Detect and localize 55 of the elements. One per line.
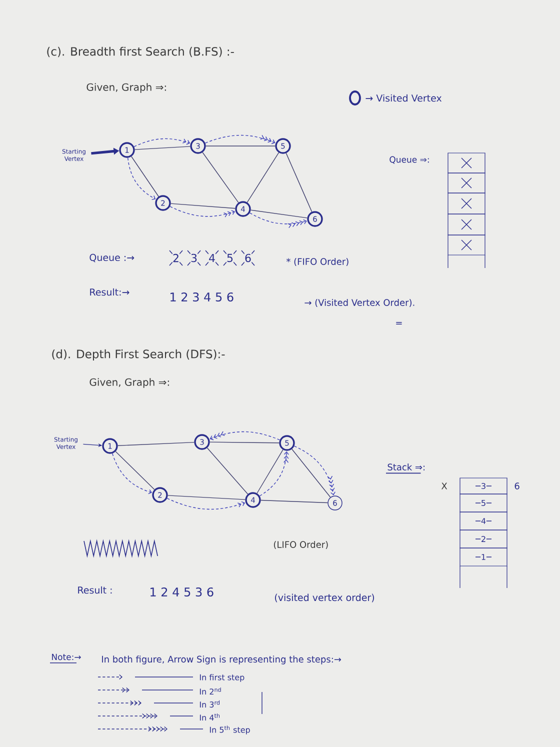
graph-edge xyxy=(134,146,190,150)
section-heading: (d). Depth First Search (DFS):- xyxy=(52,349,225,361)
legend-text: In 2$^{nd}$ xyxy=(200,687,221,695)
crossed-out-number: 6 xyxy=(241,250,255,266)
graph-caption: Given, Graph ⇒: xyxy=(90,378,169,388)
graph-edge xyxy=(202,152,239,203)
graph-edge xyxy=(210,442,280,444)
order-note: (LIFO Order) xyxy=(274,540,328,549)
traversal-arrow xyxy=(134,138,190,147)
graph-edge xyxy=(286,152,312,212)
equals-sign: = xyxy=(396,322,402,324)
graph-edge xyxy=(256,449,284,494)
traversal-arrow xyxy=(259,451,289,496)
legend-text: → Visited Vertex xyxy=(366,94,442,102)
crossed-out-number: 3 xyxy=(187,250,201,266)
graph-edge xyxy=(250,210,308,218)
note-label: Note:→ xyxy=(50,654,81,664)
traversal-arrow xyxy=(170,206,236,218)
traversal-arrow xyxy=(204,134,276,144)
crossed-out-number: 5 xyxy=(223,250,237,266)
order-note: * (FIFO Order) xyxy=(286,258,348,266)
side-number: 6 xyxy=(514,482,520,490)
stack-cell: 2 xyxy=(460,530,508,548)
stack-cell: 1 xyxy=(460,548,508,566)
stack-cell: 3 xyxy=(460,478,508,494)
graph-edge xyxy=(246,152,280,203)
graph-edge xyxy=(118,442,194,446)
graph-edge xyxy=(260,500,328,504)
legend-text: In first step xyxy=(200,674,244,682)
crossed-out-number: 2 xyxy=(169,250,183,266)
stack-cell: 4 xyxy=(460,512,508,530)
queue-label: Queue :→ xyxy=(90,254,134,262)
result-label: Result : xyxy=(78,586,112,594)
graph-edge xyxy=(206,448,248,494)
traversal-arrow xyxy=(249,212,307,228)
graph-edge xyxy=(168,495,246,500)
legend-text: In 4$^{th}$ xyxy=(200,713,220,721)
note-text: In both figure, Arrow Sign is representing the steps:→ xyxy=(102,656,342,664)
traversal-arrow xyxy=(166,498,246,510)
stack-cell: 5 xyxy=(460,494,508,512)
result-label: Result:→ xyxy=(90,288,130,296)
section-heading: (c). Breadth first Search (B.FS) :- xyxy=(47,46,234,58)
graph-caption: Given, Graph ⇒: xyxy=(86,83,166,93)
order-note: → (Visited Vertex Order). xyxy=(304,298,414,307)
graph-edge xyxy=(170,203,236,209)
legend-text: In 3$^{rd}$ xyxy=(200,700,220,708)
result-sequence: 1 2 3 4 5 6 xyxy=(170,292,234,302)
stack-label: Stack ⇒: xyxy=(386,464,424,474)
crossed-out-number: 4 xyxy=(205,250,219,266)
side-mark: X xyxy=(441,482,448,490)
legend-text: In 5$^{th}$ step xyxy=(210,726,250,734)
result-sequence: 1 2 4 5 3 6 xyxy=(150,587,214,597)
traversal-arrow xyxy=(210,431,280,440)
order-note: (visited vertex order) xyxy=(275,594,374,602)
queue-label: Queue ⇒: xyxy=(390,156,429,164)
